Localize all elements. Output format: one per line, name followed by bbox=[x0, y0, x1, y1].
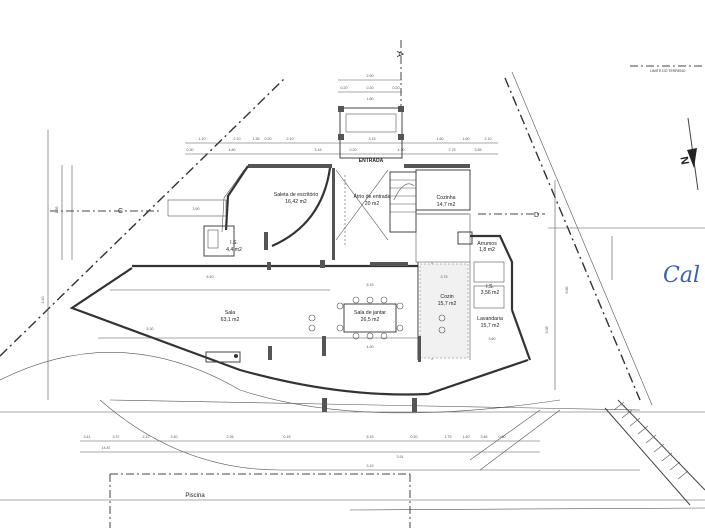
svg-text:3.37: 3.37 bbox=[113, 435, 120, 439]
svg-text:3.46: 3.46 bbox=[481, 435, 488, 439]
dim-living-w: 6.40 bbox=[207, 275, 214, 279]
room-laundry-area: 15,7 m2 bbox=[481, 323, 500, 329]
svg-text:14.87: 14.87 bbox=[102, 446, 111, 450]
pool-area bbox=[0, 399, 705, 528]
svg-text:1.35: 1.35 bbox=[253, 137, 260, 141]
dim-dining-w: 5.15 bbox=[367, 283, 374, 287]
room-kitchen-name: Cozin bbox=[440, 294, 453, 300]
entrance-porch bbox=[338, 106, 404, 159]
svg-text:4.10: 4.10 bbox=[398, 148, 405, 152]
room-kitchen-area: 15,7 m2 bbox=[438, 301, 457, 307]
svg-text:0.20: 0.20 bbox=[341, 86, 348, 90]
north-arrow: N bbox=[677, 117, 699, 191]
room-storage-name: Arrumos bbox=[477, 241, 497, 247]
svg-text:0.20: 0.20 bbox=[411, 435, 418, 439]
site-boundary-right bbox=[504, 77, 641, 401]
svg-text:3.15: 3.15 bbox=[315, 148, 322, 152]
entrance-label: ENTRADA bbox=[359, 158, 384, 164]
svg-text:2.26: 2.26 bbox=[227, 435, 234, 439]
svg-text:2.10: 2.10 bbox=[485, 137, 492, 141]
svg-text:1.95: 1.95 bbox=[55, 207, 59, 214]
svg-text:0.20: 0.20 bbox=[393, 86, 400, 90]
handwritten-note: Cal bbox=[663, 263, 700, 288]
steps-bottom-right bbox=[604, 399, 705, 506]
room-dining-name: Sala de jantar bbox=[354, 310, 386, 316]
svg-text:3.55: 3.55 bbox=[475, 148, 482, 152]
room-living-area: 63,1 m2 bbox=[221, 317, 240, 323]
svg-text:3.40: 3.40 bbox=[41, 297, 45, 304]
svg-text:1.60: 1.60 bbox=[463, 137, 470, 141]
pool-label: Piscina bbox=[185, 493, 205, 499]
room-wc2-area: 3,56 m2 bbox=[481, 290, 500, 296]
svg-text:0.20: 0.20 bbox=[265, 137, 272, 141]
section-d-label: D bbox=[534, 212, 539, 219]
svg-text:4.80: 4.80 bbox=[229, 148, 236, 152]
svg-text:2.10: 2.10 bbox=[287, 137, 294, 141]
dimensions-top: 2.90 0.20 0.20 0.20 1.80 1.10 2.10 1.35 … bbox=[185, 74, 498, 155]
room-hall-name: Átrio de entrada bbox=[354, 193, 391, 200]
room-study-area: 16,42 m2 bbox=[285, 199, 307, 205]
terrace-curve bbox=[0, 352, 561, 414]
svg-text:2.10: 2.10 bbox=[234, 137, 241, 141]
svg-text:1.75: 1.75 bbox=[445, 435, 452, 439]
site-boundary-left bbox=[0, 77, 286, 357]
room-wc-area: 4,4 m2 bbox=[226, 247, 242, 253]
svg-text:1.10: 1.10 bbox=[199, 137, 206, 141]
house-walls bbox=[69, 164, 532, 412]
svg-text:0.20: 0.20 bbox=[367, 86, 374, 90]
svg-text:0.20: 0.20 bbox=[350, 148, 357, 152]
section-a-label: A bbox=[395, 51, 405, 57]
room-closet-name: Cozinha bbox=[436, 195, 455, 201]
room-laundry-name: Lavandaria bbox=[477, 316, 503, 322]
svg-text:1.60: 1.60 bbox=[437, 137, 444, 141]
dim-kitchen-w: 3.75 bbox=[441, 275, 448, 279]
svg-text:3.40: 3.40 bbox=[171, 435, 178, 439]
svg-text:1.80: 1.80 bbox=[367, 97, 374, 101]
dimensions-bottom: 3.41 3.37 2.12 3.40 2.26 0.15 5.15 0.20 … bbox=[80, 435, 540, 468]
dim-living-d: 5.30 bbox=[147, 327, 154, 331]
dimensions-left: 3.40 1.95 bbox=[41, 130, 73, 400]
room-dining-area: 26,5 m2 bbox=[361, 317, 380, 323]
room-wc2-name: I.S. bbox=[486, 284, 494, 290]
svg-text:2.12: 2.12 bbox=[143, 435, 150, 439]
dim-right-b: 3.08 bbox=[545, 327, 549, 334]
svg-text:3.19: 3.19 bbox=[367, 464, 374, 468]
svg-text:3.91: 3.91 bbox=[397, 455, 404, 459]
dim-laundry-w: 3.60 bbox=[489, 337, 496, 341]
room-closet-area: 14,7 m2 bbox=[437, 202, 456, 208]
dim-study-w: 3.90 bbox=[193, 207, 200, 211]
north-label: N bbox=[677, 156, 690, 166]
svg-text:2.75: 2.75 bbox=[449, 148, 456, 152]
svg-text:3.15: 3.15 bbox=[369, 137, 376, 141]
svg-text:3.41: 3.41 bbox=[84, 435, 91, 439]
dim-right-a: 5.80 bbox=[565, 287, 569, 294]
room-wc-name: I.S. bbox=[230, 240, 238, 246]
room-hall-area: 20 m2 bbox=[365, 201, 380, 207]
svg-text:2.90: 2.90 bbox=[367, 74, 374, 78]
dim-dining-d: 4.30 bbox=[367, 345, 374, 349]
room-storage-area: 1,8 m2 bbox=[479, 247, 495, 253]
svg-text:0.30: 0.30 bbox=[187, 148, 194, 152]
svg-text:1.40: 1.40 bbox=[463, 435, 470, 439]
room-living-name: Sala bbox=[225, 310, 235, 316]
section-c-label: C bbox=[118, 208, 123, 215]
svg-text:0.15: 0.15 bbox=[284, 435, 291, 439]
room-study-name: Saleta de escritório bbox=[274, 192, 319, 198]
site-boundary-right-inner bbox=[511, 71, 653, 406]
boundary-note: LIMITE DO TERRENO bbox=[650, 69, 686, 73]
svg-text:5.15: 5.15 bbox=[367, 435, 374, 439]
